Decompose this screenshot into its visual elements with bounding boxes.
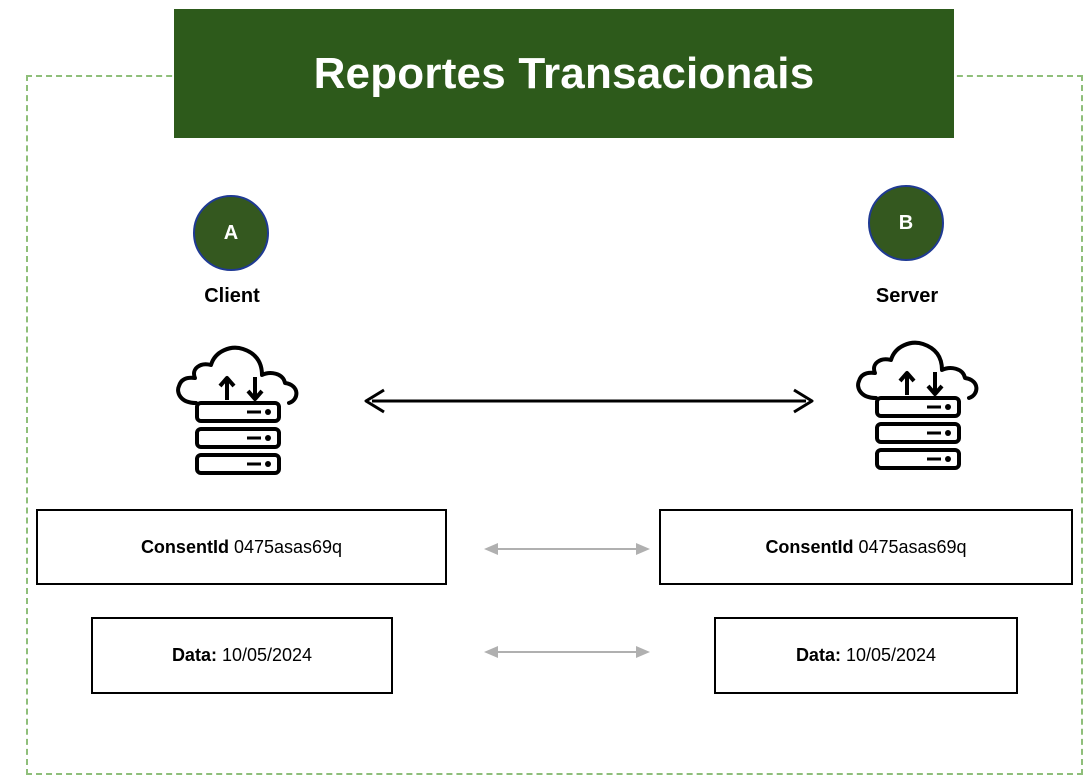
client-badge: A xyxy=(193,195,269,271)
date-sync-arrow xyxy=(484,646,650,658)
server-label: Server xyxy=(875,285,939,307)
consent-sync-arrow xyxy=(484,543,650,555)
server-consent-value: 0475asas69q xyxy=(858,536,967,557)
server-badge: B xyxy=(868,185,944,261)
client-date-key: Data: xyxy=(171,645,217,665)
server-date-key: Data: xyxy=(795,645,841,665)
client-label: Client xyxy=(204,285,260,307)
client-date-box: Data: 10/05/2024 xyxy=(91,617,393,694)
server-date-value: 10/05/2024 xyxy=(845,645,937,665)
client-consent-key: ConsentId xyxy=(140,536,229,557)
cloud-server-icon xyxy=(853,340,983,480)
server-consent-key: ConsentId xyxy=(765,536,854,557)
main-bidirectional-arrow xyxy=(364,388,814,414)
client-consent-value: 0475asas69q xyxy=(233,536,343,557)
client-consent-box: ConsentId 0475asas69q xyxy=(36,509,447,585)
title-banner: Reportes Transacionais xyxy=(174,9,954,138)
cloud-server-icon xyxy=(173,345,303,485)
server-consent-box: ConsentId 0475asas69q xyxy=(659,509,1073,585)
connector-arrows xyxy=(364,388,814,658)
server-date-box: Data: 10/05/2024 xyxy=(714,617,1018,694)
client-date-value: 10/05/2024 xyxy=(221,645,313,665)
